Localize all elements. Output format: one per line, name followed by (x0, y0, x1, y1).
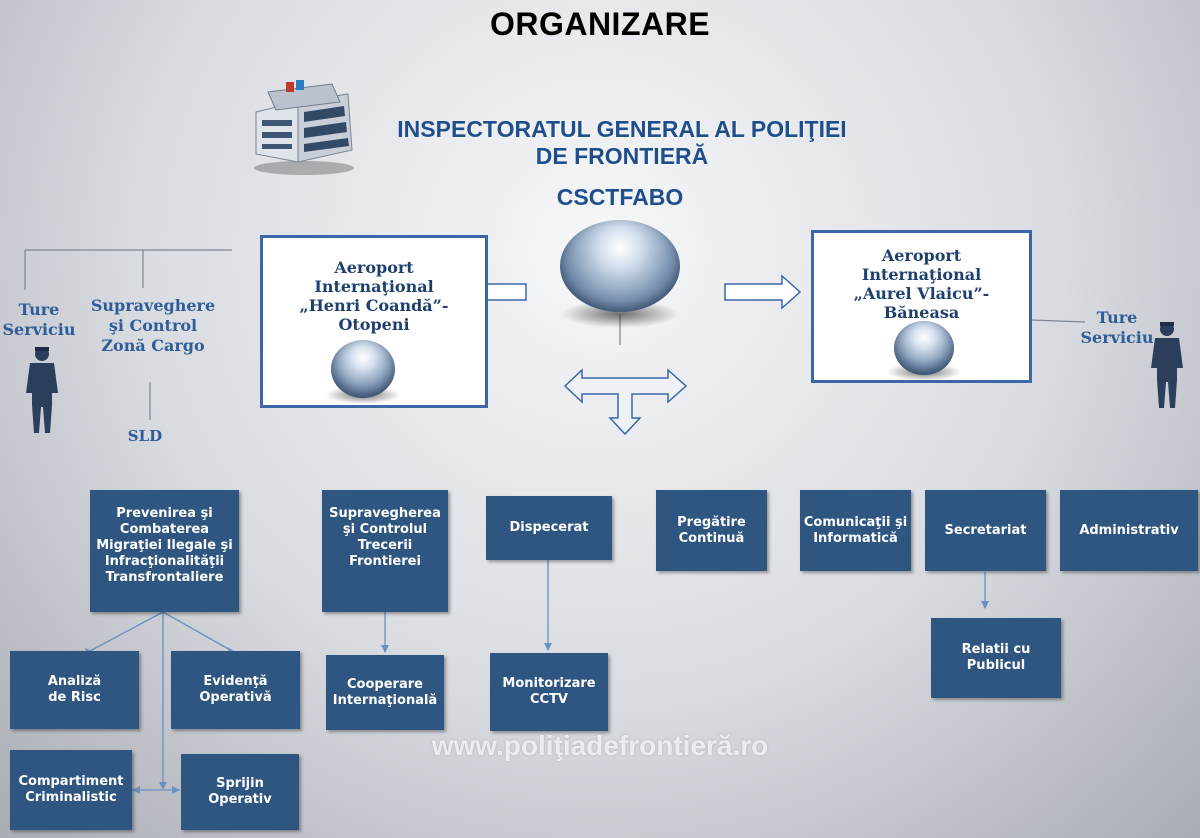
dept-sprijin-operativ: Sprijin Operativ (181, 754, 299, 830)
arrowhead-prev-down (159, 782, 167, 790)
connector-prev-analiza (89, 611, 164, 652)
arrowhead-coop (381, 645, 389, 653)
dept-prevenirea-combaterea: Prevenirea şi Combaterea Migraţiei Ilega… (90, 490, 239, 612)
airport-label-henri-coanda: Aeroport Internaţional „Henri Coandă”- O… (299, 258, 449, 334)
officer-icon-right (1151, 322, 1183, 408)
dept-secretariat: Secretariat (925, 490, 1046, 571)
ture-serviciu-right: Ture Serviciu (1080, 308, 1154, 347)
airport-label-aurel-vlaicu: Aeroport Internaţional „Aurel Vlaicu”- B… (853, 246, 990, 322)
central-sphere-icon (560, 220, 680, 312)
connector-prev-evidenta (162, 611, 233, 652)
organization-name-line1: INSPECTORATUL GENERAL AL POLIŢIEI (397, 116, 847, 142)
dept-monitorizare-cctv: Monitorizare CCTV (490, 653, 608, 731)
ture-serviciu-left: Ture Serviciu (2, 300, 76, 339)
dept-comunicatii-informatica: Comunicaţii şi Informatică (800, 490, 911, 571)
airport-box-henri-coanda: Aeroport Internaţional „Henri Coandă”- O… (260, 235, 488, 408)
dept-supravegherea-controlul: Supravegherea şi Controlul Trecerii Fron… (322, 490, 448, 612)
sphere-icon-henri-coanda (331, 340, 395, 398)
arrow-right-shape (724, 274, 802, 310)
dept-evidenta-operativa: Evidenţă Operativă (171, 651, 300, 729)
building-icon (254, 80, 354, 175)
dept-compartiment-criminalistic: Compartiment Criminalistic (10, 750, 132, 830)
officer-icon-left (26, 347, 58, 433)
page-title: ORGANIZARE (489, 6, 711, 42)
unit-name: CSCTFABO (556, 184, 684, 210)
supraveghere-zona-cargo: Supraveghere şi Control Zonă Cargo (90, 296, 216, 355)
dept-administrativ: Administrativ (1060, 490, 1198, 571)
watermark-url: www.poliţiadefrontieră.ro (431, 730, 769, 761)
arrow-three-way-shape (563, 368, 688, 436)
sld-label: SLD (127, 427, 163, 445)
dept-dispecerat: Dispecerat (486, 496, 612, 560)
organization-name-line2: DE FRONTIERĂ (535, 143, 709, 169)
airport-box-aurel-vlaicu: Aeroport Internaţional „Aurel Vlaicu”- B… (811, 230, 1032, 383)
arrowhead-sprijin (172, 786, 180, 794)
sphere-icon-aurel-vlaicu (894, 321, 954, 375)
arrowhead-relatii (981, 601, 989, 609)
connector-ture-right (1031, 319, 1086, 323)
dept-relatii-publicul: Relatii cu Publicul (931, 618, 1061, 698)
dept-cooperare-internationala: Cooperare Internaţională (326, 655, 444, 730)
arrowhead-compart (132, 786, 140, 794)
dept-analiza-risc: Analiză de Risc (10, 651, 139, 729)
dept-pregatire-continua: Pregătire Continuă (656, 490, 767, 571)
organization-name: INSPECTORATUL GENERAL AL POLIŢIEI DE FRO… (352, 116, 892, 170)
arrowhead-cctv (544, 643, 552, 651)
